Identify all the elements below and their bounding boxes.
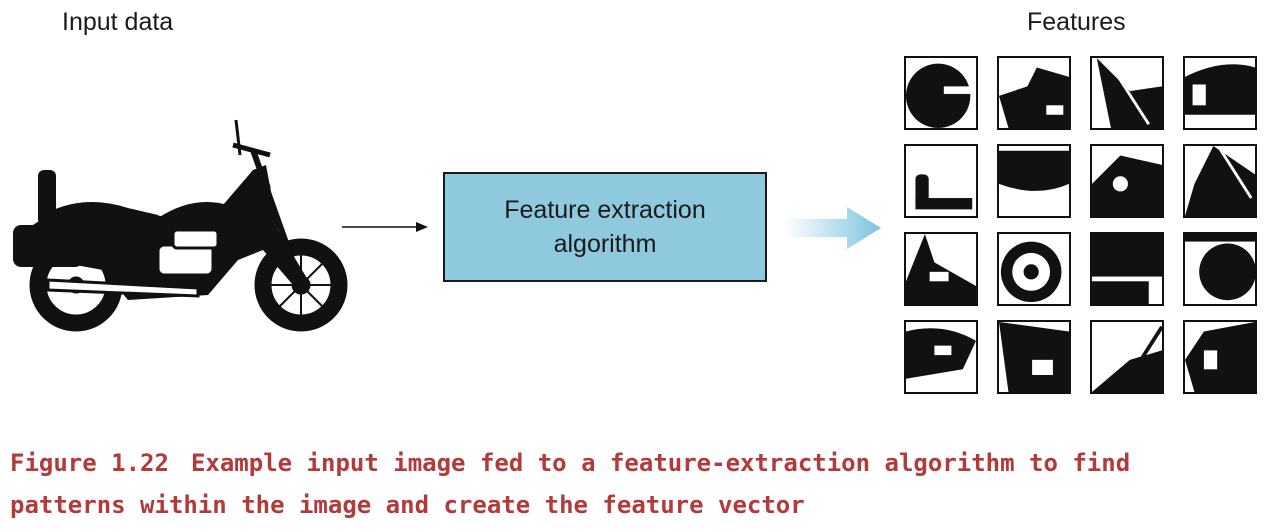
motorcycle-fragment-icon: [999, 322, 1069, 392]
feature-tile-16: [1183, 320, 1257, 394]
motorcycle-fragment-icon: [999, 150, 1069, 191]
feature-tile-11: [1090, 232, 1164, 306]
motorcycle-fragment-icon: [906, 63, 976, 128]
motorcycle-fragment-icon: [1185, 146, 1255, 216]
motorcycle-icon: [13, 119, 348, 332]
features-grid: [904, 56, 1257, 394]
feature-tile-1: [904, 56, 978, 130]
motorcycle-fragment-icon: [1092, 325, 1162, 392]
caption-text: Example input image fed to a feature-ext…: [10, 449, 1131, 519]
feature-extraction-box: Feature extraction algorithm: [443, 172, 767, 282]
motorcycle-fragment-icon: [915, 174, 973, 210]
motorcycle-fragment-icon: [1185, 234, 1255, 301]
motorcycle-fragment-icon: [1092, 155, 1162, 216]
feature-tile-12: [1183, 232, 1257, 306]
feature-tile-5: [904, 144, 978, 218]
feature-tile-14: [997, 320, 1071, 394]
figure-number: Figure 1.22: [10, 449, 169, 477]
motorcycle-fragment-icon: [999, 67, 1069, 128]
motorcycle-fragment-icon: [1185, 322, 1255, 392]
feature-tile-8: [1183, 144, 1257, 218]
feature-tile-15: [1090, 320, 1164, 394]
feature-tile-4: [1183, 56, 1257, 130]
feature-tile-7: [1090, 144, 1164, 218]
feature-tile-2: [997, 56, 1071, 130]
motorcycle-fragment-icon: [1185, 64, 1255, 115]
feature-tile-3: [1090, 56, 1164, 130]
feature-extraction-label: Feature extraction algorithm: [504, 196, 706, 258]
feature-tile-13: [904, 320, 978, 394]
feature-tile-6: [997, 144, 1071, 218]
motorcycle-fragment-icon: [1000, 241, 1062, 303]
motorcycle-fragment-icon: [906, 234, 976, 304]
algorithm-to-features-arrow: [785, 207, 881, 249]
feature-tile-9: [904, 232, 978, 306]
input-to-algorithm-arrow: [342, 222, 428, 232]
feature-tile-10: [997, 232, 1071, 306]
input-data-label: Input data: [62, 8, 174, 36]
motorcycle-fragment-icon: [906, 328, 976, 379]
features-label: Features: [1027, 8, 1126, 36]
motorcycle-fragment-icon: [1096, 58, 1162, 128]
motorcycle-fragment-icon: [1092, 234, 1162, 304]
